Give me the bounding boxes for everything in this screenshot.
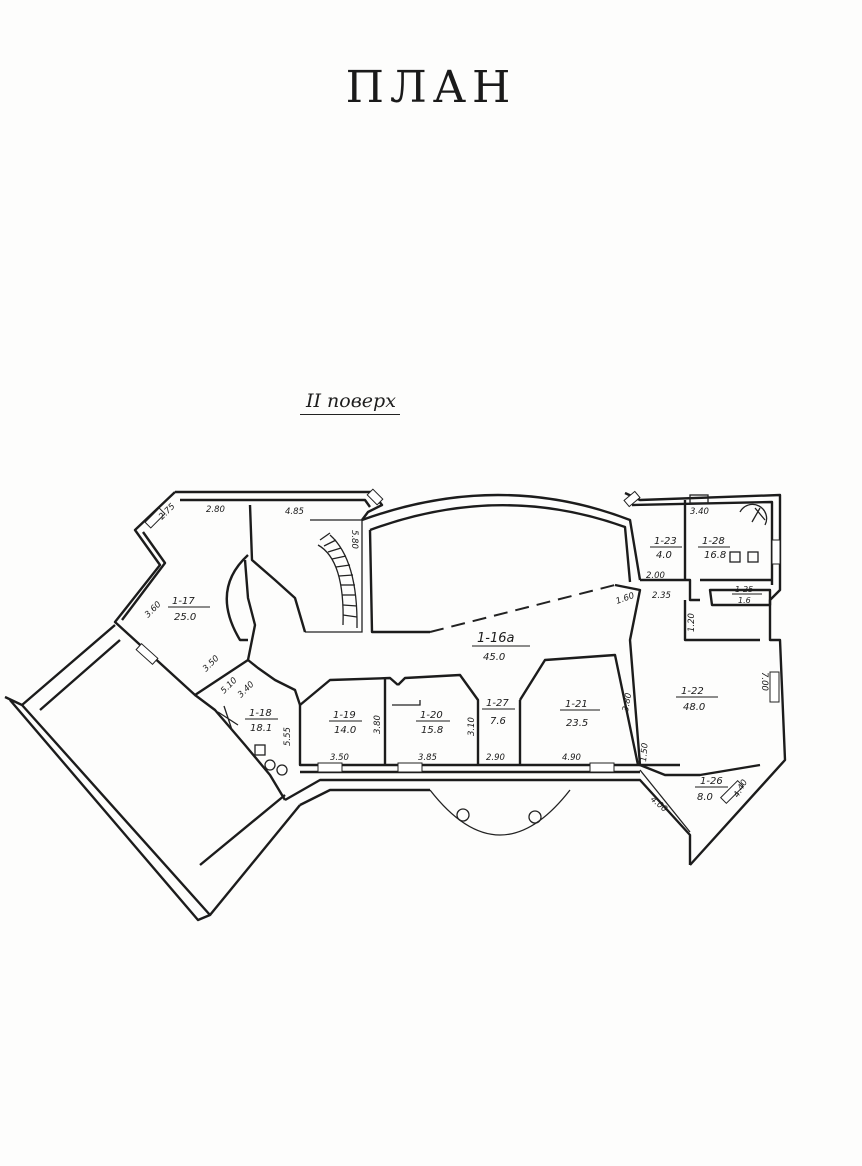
dimension: 1.20: [687, 613, 697, 632]
dimension: 4.40: [732, 778, 750, 799]
room-1-22: 1-22 48.0: [676, 686, 718, 713]
room-id: 1-25: [735, 585, 753, 594]
room-area: 4.0: [656, 550, 672, 561]
dimension: 5.80: [349, 530, 359, 549]
room-id: 1-27: [486, 698, 509, 709]
dimension: 2.00: [646, 571, 665, 581]
room-area: 7.6: [490, 716, 506, 727]
dimension: 3.80: [621, 692, 634, 712]
room-area: 25.0: [174, 612, 196, 623]
room-area: 8.0: [697, 792, 713, 803]
room-id: 1-17: [172, 596, 195, 607]
dimension: 4.85: [285, 507, 304, 517]
dimension: 3.40: [690, 507, 709, 517]
dimension: 2.80: [206, 505, 225, 515]
room-area: 1.6: [738, 596, 751, 605]
room-1-20: 1-20 15.8: [416, 710, 450, 736]
walls: [4, 488, 787, 922]
room-area: 45.0: [483, 652, 505, 663]
room-1-16a: 1-16а 45.0: [472, 631, 530, 663]
room-id: 1-23: [654, 536, 677, 547]
dimension: 1.50: [639, 743, 651, 763]
dimension: 3.85: [418, 753, 437, 763]
dimension: 3.80: [373, 715, 383, 734]
room-id: 1-18: [249, 708, 272, 719]
room-id: 1-22: [681, 686, 704, 697]
dimension: 2.35: [652, 591, 671, 601]
dimension: 3.10: [467, 717, 477, 736]
dimension: 3.60: [143, 600, 163, 620]
room-1-26: 1-26 8.0: [695, 776, 728, 803]
dimension-labels: 2.75 2.80 4.85 5.80 3.60 3.50 5.10 3.40 …: [143, 502, 769, 815]
room-1-18: 1-18 18.1: [245, 708, 278, 734]
dimension: 4.00: [648, 795, 669, 815]
room-area: 15.8: [421, 725, 443, 736]
room-area: 48.0: [683, 702, 705, 713]
room-id: 1-28: [702, 536, 725, 547]
room-area: 16.8: [704, 550, 726, 561]
room-labels: 1-17 25.0 1-18 18.1 1-19 14.0 1-20 15.8 …: [168, 536, 762, 803]
dimension: 3.50: [330, 753, 349, 763]
dimension: 5.55: [283, 727, 293, 746]
room-area: 23.5: [566, 718, 588, 729]
room-id: 1-21: [565, 699, 588, 710]
room-1-23: 1-23 4.0: [650, 536, 682, 561]
room-id: 1-26: [700, 776, 723, 787]
room-1-25: 1-25 1.6: [732, 585, 762, 605]
room-1-17: 1-17 25.0: [168, 596, 210, 623]
dimension: 3.50: [201, 654, 221, 674]
room-1-21: 1-21 23.5: [560, 699, 600, 729]
room-area: 14.0: [334, 725, 356, 736]
room-1-27: 1-27 7.6: [482, 698, 515, 727]
dimension: 1.60: [615, 591, 636, 607]
room-id: 1-19: [333, 710, 356, 721]
dimension: 2.90: [486, 753, 505, 763]
room-area: 18.1: [250, 723, 272, 734]
room-id: 1-20: [420, 710, 443, 721]
dimension: 7.00: [759, 672, 769, 691]
document-title: ПЛАН: [345, 62, 517, 113]
floor-label: II поверх: [300, 390, 400, 415]
room-id: 1-16а: [477, 631, 515, 646]
room-1-19: 1-19 14.0: [329, 710, 362, 736]
room-1-28: 1-28 16.8: [698, 536, 730, 561]
dimension: 4.90: [562, 753, 581, 763]
